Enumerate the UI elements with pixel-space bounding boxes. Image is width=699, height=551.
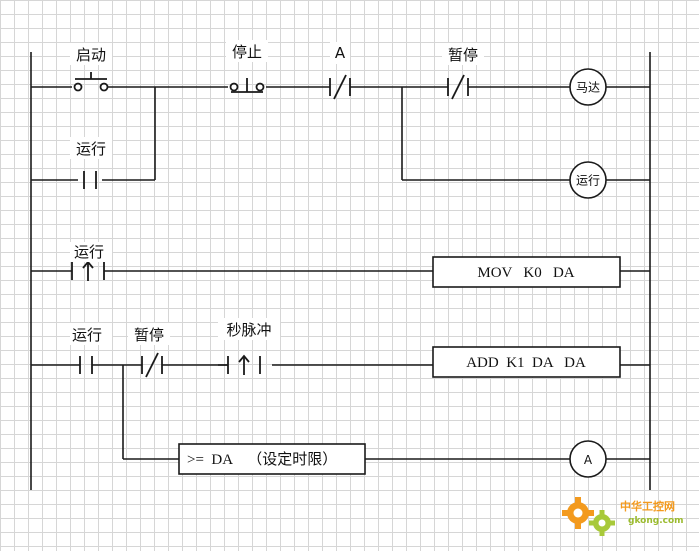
gkong-watermark: 中华工控网 gkong.com xyxy=(562,497,684,536)
run-no-contact-r3 xyxy=(79,356,93,374)
compare-instruction-text: >= DA （设定时限） xyxy=(187,451,337,468)
pause-nc-contact xyxy=(447,74,469,100)
run-hold-contact xyxy=(83,171,97,189)
stop-label: 停止 xyxy=(232,43,262,61)
motor-coil-label: 马达 xyxy=(576,81,600,95)
pause-nc-contact-r3 xyxy=(141,352,163,378)
add-instruction-text: ADD K1 DA DA xyxy=(466,355,586,371)
start-label: 启动 xyxy=(76,46,106,64)
mov-instruction: MOV K0 DA xyxy=(432,256,621,288)
mov-instruction-text: MOV K0 DA xyxy=(477,265,574,281)
pause-label-r3: 暂停 xyxy=(134,326,164,344)
run-rise-label: 运行 xyxy=(74,243,104,261)
a-nc-contact xyxy=(329,74,351,100)
second-pulse-rising-contact xyxy=(218,354,261,375)
run-coil: 运行 xyxy=(569,161,607,199)
watermark-site-name: 中华工控网 xyxy=(620,499,675,513)
motor-coil: 马达 xyxy=(569,68,607,106)
a-contact-label: A xyxy=(335,44,346,62)
compare-instruction: >= DA （设定时限） xyxy=(178,443,366,475)
start-button-contact xyxy=(73,72,109,92)
a-coil-label: A xyxy=(584,453,593,467)
second-pulse-label: 秒脉冲 xyxy=(226,321,271,339)
pause-label-top: 暂停 xyxy=(448,46,478,64)
watermark-url: gkong.com xyxy=(628,516,684,526)
stop-button-contact xyxy=(229,78,265,93)
run-coil-label: 运行 xyxy=(576,174,600,188)
run-rising-edge-contact xyxy=(71,260,105,281)
add-instruction: ADD K1 DA DA xyxy=(432,346,621,378)
gear-icon-small xyxy=(589,510,615,536)
run-label-r3: 运行 xyxy=(72,326,102,344)
gear-icon xyxy=(562,497,594,529)
rung-1 xyxy=(31,86,650,181)
run-hold-label: 运行 xyxy=(76,140,106,158)
a-coil: A xyxy=(569,440,607,478)
rung-3 xyxy=(31,364,650,460)
